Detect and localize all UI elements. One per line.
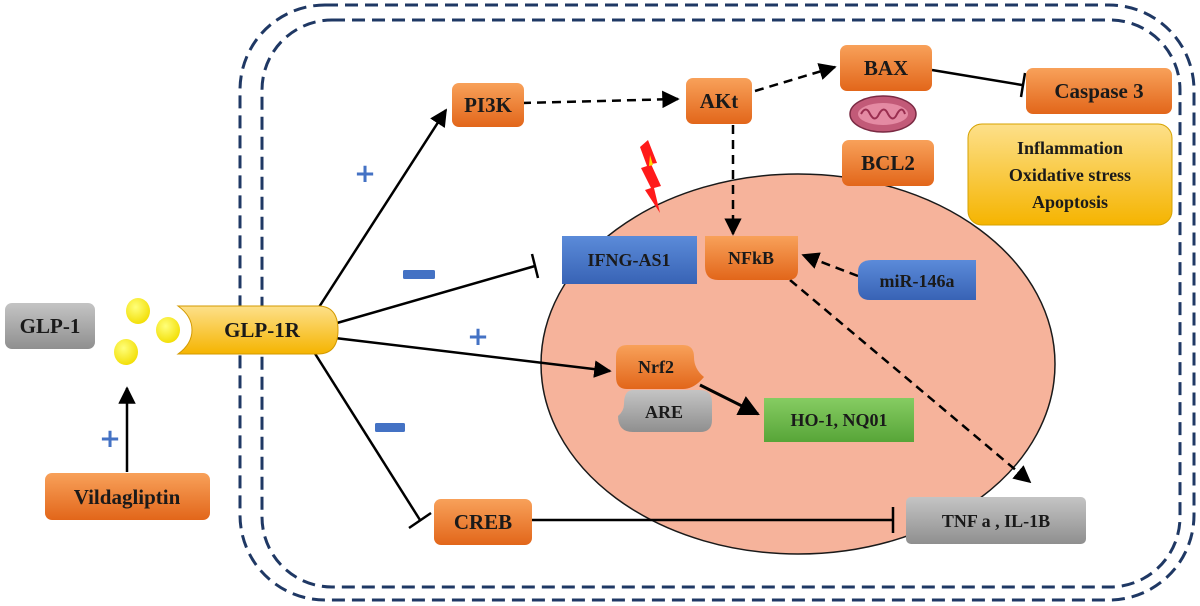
inhibit-bar-creb xyxy=(408,511,432,530)
node-glp1r: GLP-1R xyxy=(176,305,339,355)
minus-sign-creb xyxy=(375,423,405,432)
plus-sign-nrf2: + xyxy=(467,322,489,352)
glp1-ligand-dots xyxy=(114,298,180,365)
effects-box: Inflammation Oxidative stress Apoptosis xyxy=(967,123,1173,226)
node-pi3k-label: PI3K xyxy=(464,93,513,117)
inhibit-glp1r-creb xyxy=(312,351,422,521)
inhibit-glp1r-ifng-as1 xyxy=(329,264,536,327)
node-glp1-label: GLP-1 xyxy=(20,314,81,338)
plus-sign-pi3k: + xyxy=(354,159,376,189)
inhibit-bar-caspase3 xyxy=(1019,72,1027,98)
mitochondrion-icon xyxy=(849,95,917,133)
inner-membrane xyxy=(260,18,1182,589)
arrow-glp1r-to-pi3k xyxy=(310,108,448,319)
effects-line-oxidative-stress: Oxidative stress xyxy=(1009,165,1131,185)
node-akt: AKt xyxy=(686,78,752,124)
node-ho1-nq01-label: HO-1, NQ01 xyxy=(791,410,888,430)
node-creb-label: CREB xyxy=(454,510,512,534)
effects-line-apoptosis: Apoptosis xyxy=(1032,192,1108,212)
node-are: ARE xyxy=(618,390,712,432)
arrow-akt-to-bax xyxy=(754,63,837,93)
effects-line-inflammation: Inflammation xyxy=(1017,138,1123,158)
node-nrf2-label: Nrf2 xyxy=(638,357,674,377)
outer-membrane xyxy=(238,3,1196,602)
node-bcl2: BCL2 xyxy=(842,140,934,186)
node-glp1: GLP-1 xyxy=(5,303,95,349)
arrow-pi3k-to-akt xyxy=(521,90,680,109)
node-akt-label: AKt xyxy=(700,89,739,113)
minus-sign-ifng-as1 xyxy=(403,270,435,279)
node-ho1-nq01: HO-1, NQ01 xyxy=(764,398,914,442)
node-ifng-as1: IFNG-AS1 xyxy=(562,236,697,284)
inhibit-bar-ifng-as1 xyxy=(530,253,540,279)
node-ifng-as1-label: IFNG-AS1 xyxy=(587,250,670,270)
node-tnf-il1b: TNF a , IL-1B xyxy=(906,497,1086,544)
node-caspase3-label: Caspase 3 xyxy=(1054,79,1143,103)
node-tnf-il1b-label: TNF a , IL-1B xyxy=(942,511,1050,531)
node-bax-label: BAX xyxy=(864,56,908,80)
node-creb: CREB xyxy=(434,499,532,545)
node-nfkb: NFkB xyxy=(705,236,798,280)
node-mir146a: miR-146a xyxy=(858,260,976,300)
node-are-label: ARE xyxy=(645,402,683,422)
inhibit-bax-caspase3 xyxy=(931,68,1023,87)
node-mir146a-label: miR-146a xyxy=(880,271,955,291)
plus-sign-vildagliptin: + xyxy=(99,424,121,454)
node-glp1r-label: GLP-1R xyxy=(224,318,301,342)
node-nrf2: Nrf2 xyxy=(616,345,704,389)
node-pi3k: PI3K xyxy=(452,83,524,127)
node-bcl2-label: BCL2 xyxy=(861,151,915,175)
node-bax: BAX xyxy=(840,45,932,91)
node-vildagliptin: Vildagliptin xyxy=(45,473,210,520)
arrow-nfkb-to-tnf xyxy=(789,279,1032,484)
node-nfkb-label: NFkB xyxy=(728,248,774,268)
arrow-mir146a-to-nfkb xyxy=(801,252,859,278)
node-vildagliptin-label: Vildagliptin xyxy=(74,485,181,509)
arrow-glp1r-to-nrf2 xyxy=(334,336,612,378)
lightning-bolt-icon xyxy=(640,140,661,213)
node-caspase3: Caspase 3 xyxy=(1026,68,1172,114)
arrow-nrf2-to-ho1 xyxy=(699,383,760,416)
